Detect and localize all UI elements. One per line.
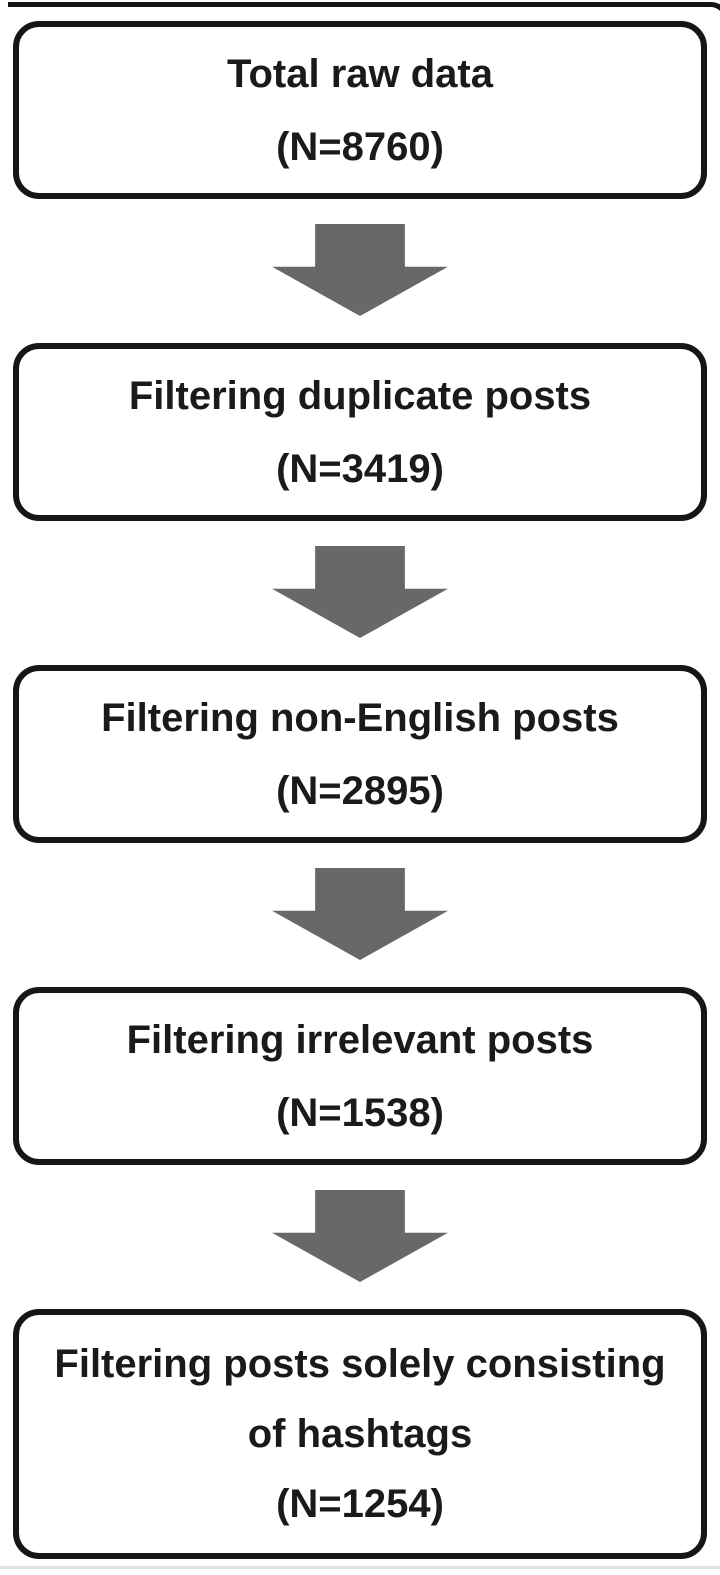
node-label: Filtering duplicate posts (128, 373, 592, 418)
flow-node-filtering-irrelevant-posts: Filtering irrelevant posts (N=1538) (13, 987, 707, 1165)
down-arrow-icon (272, 1190, 448, 1282)
node-count: (N=1254) (276, 1482, 444, 1526)
figure-bottom-border-artifact (0, 1566, 720, 1569)
node-label: Filtering posts solely consisting (54, 1342, 666, 1386)
down-arrow-icon (272, 224, 448, 316)
node-count: (N=1538) (276, 1090, 444, 1135)
down-arrow-icon (272, 546, 448, 638)
flow-node-filtering-duplicate-posts: Filtering duplicate posts (N=3419) (13, 343, 707, 521)
flow-node-filtering-hashtag-only-posts: Filtering posts solely consisting of has… (13, 1309, 707, 1559)
node-label: Filtering non-English posts (101, 695, 619, 740)
figure-top-border-artifact (8, 2, 720, 21)
flow-node-total-raw-data: Total raw data (N=8760) (13, 21, 707, 199)
node-label-continued: of hashtags (247, 1412, 473, 1456)
node-count: (N=3419) (276, 446, 444, 491)
flow-node-filtering-non-english-posts: Filtering non-English posts (N=2895) (13, 665, 707, 843)
node-label: Total raw data (227, 51, 493, 96)
node-count: (N=8760) (276, 124, 444, 169)
down-arrow-icon (272, 868, 448, 960)
node-count: (N=2895) (276, 768, 444, 813)
node-label: Filtering irrelevant posts (126, 1017, 594, 1062)
